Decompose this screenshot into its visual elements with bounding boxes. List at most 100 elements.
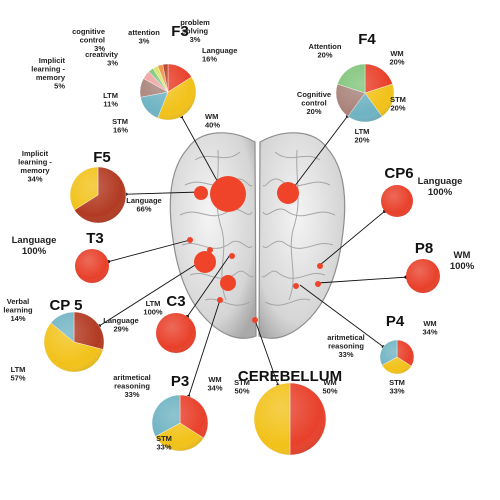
slice-label-f5-1-line: memory — [20, 166, 50, 175]
pie-f5 — [69, 166, 127, 224]
slice-label-cp5-2-line: learning — [3, 306, 33, 315]
leader-cp5 — [99, 259, 204, 327]
slice-label-cp6-0-line: 100% — [428, 187, 453, 198]
leader-f5 — [125, 191, 201, 195]
slice-label-p4-1-line: 33% — [389, 387, 404, 396]
pie-shade-f4 — [336, 64, 394, 122]
marker-p8-a — [317, 263, 323, 269]
slice-label-p3-0-line: 34% — [207, 384, 222, 393]
pie-p3 — [151, 394, 209, 452]
pie-p4 — [379, 339, 415, 375]
slice-label-f4-4-line: 20% — [317, 51, 332, 60]
slice-label-f3-4-line: memory — [36, 73, 66, 82]
slice-label-f4-3-line: 20% — [306, 107, 321, 116]
pie-shade-p8 — [406, 259, 440, 293]
slice-label-p3-0-line: WM — [208, 375, 221, 384]
slice-label-cp5-2-line: 14% — [10, 314, 25, 323]
slice-label-cerebellum-1-line: 50% — [234, 387, 249, 396]
slice-label-f3-5-line: creativity — [85, 50, 119, 59]
slice-label-p3-2-line: aritmetical — [113, 373, 151, 382]
pie-t3 — [75, 249, 109, 283]
slice-label-p4-2-line: aritmetical — [327, 333, 365, 342]
pie-shade-p3 — [152, 395, 208, 451]
slice-label-p8-0-line: 100% — [450, 261, 475, 272]
slice-label-f3-3-line: LTM — [103, 91, 118, 100]
pie-shade-f3 — [140, 64, 196, 120]
slice-label-p4-2-line: 33% — [338, 350, 353, 359]
slice-label-f5-0-line: Language — [126, 196, 161, 205]
slice-label-cp5-1-line: 57% — [10, 374, 25, 383]
marker-cereb — [252, 317, 258, 323]
slice-label-f4-4-line: Attention — [309, 42, 342, 51]
slice-label-f5-1-line: Implicit — [22, 149, 49, 158]
region-title-p4: P4 — [386, 313, 405, 330]
slice-label-f3-7-line: attention — [128, 28, 160, 37]
slice-label-f3-8-line: problem — [180, 18, 210, 27]
pie-f4 — [335, 63, 395, 123]
marker-f4 — [277, 182, 299, 204]
slice-label-f3-2-line: STM — [112, 117, 128, 126]
slice-label-c3-0-line: 100% — [143, 308, 163, 317]
region-title-f5: F5 — [93, 149, 111, 166]
region-title-f4: F4 — [358, 31, 376, 48]
slice-label-cp5-2-line: Verbal — [7, 297, 30, 306]
slice-label-f3-8-line: solving — [182, 27, 209, 36]
slice-label-f4-0-line: 20% — [389, 58, 404, 67]
slice-label-f4-3-line: Cognitive — [297, 90, 331, 99]
pie-shade-t3 — [75, 249, 109, 283]
slice-label-f3-6-line: 3% — [94, 44, 105, 53]
pie-shade-cerebellum — [254, 383, 326, 455]
slice-label-f4-2-line: 20% — [354, 136, 369, 145]
pie-shade-cp5 — [44, 312, 104, 372]
pie-p8 — [406, 259, 440, 293]
brain-icon — [169, 132, 346, 339]
slice-label-f3-4-line: learning - — [31, 65, 65, 74]
electrode-markers — [187, 176, 323, 323]
leader-cp6 — [319, 210, 385, 266]
slice-label-f4-2-line: LTM — [355, 127, 370, 136]
slice-label-f4-3-line: control — [301, 99, 326, 108]
leader-cerebellum — [254, 319, 279, 386]
slice-label-p3-2-line: reasoning — [114, 382, 150, 391]
slice-label-p3-1-line: STM — [156, 434, 172, 443]
slice-label-cp5-1-line: LTM — [11, 365, 26, 374]
slice-label-t3-0-line: 100% — [22, 246, 47, 257]
pie-cerebellum — [253, 382, 327, 456]
region-f4: F4WM20%STM20%LTM20%Cognitivecontrol20%At… — [297, 31, 406, 145]
slice-label-cerebellum-0-line: WM — [323, 378, 336, 387]
slice-label-f3-1-line: 40% — [205, 121, 220, 130]
slice-label-p4-0-line: 34% — [422, 328, 437, 337]
slice-label-cp6-0-line: Language — [418, 176, 463, 187]
marker-cp5-a — [187, 237, 193, 243]
region-title-t3: T3 — [86, 230, 104, 247]
leader-f4 — [287, 115, 348, 196]
marker-f3-large — [210, 176, 246, 212]
region-title-cp5: CP 5 — [49, 297, 82, 314]
slice-label-f3-8-line: 3% — [190, 35, 201, 44]
slice-label-t3-0-line: Language — [12, 235, 57, 246]
slice-label-cp5-0-line: Language — [103, 316, 138, 325]
slice-label-f3-6-line: control — [80, 36, 105, 45]
marker-t3 — [194, 251, 216, 273]
slice-label-p8-0-line: WM — [454, 250, 471, 261]
slice-label-f5-1-line: learning - — [18, 158, 52, 167]
slice-label-f3-6-line: cognitive — [72, 27, 105, 36]
